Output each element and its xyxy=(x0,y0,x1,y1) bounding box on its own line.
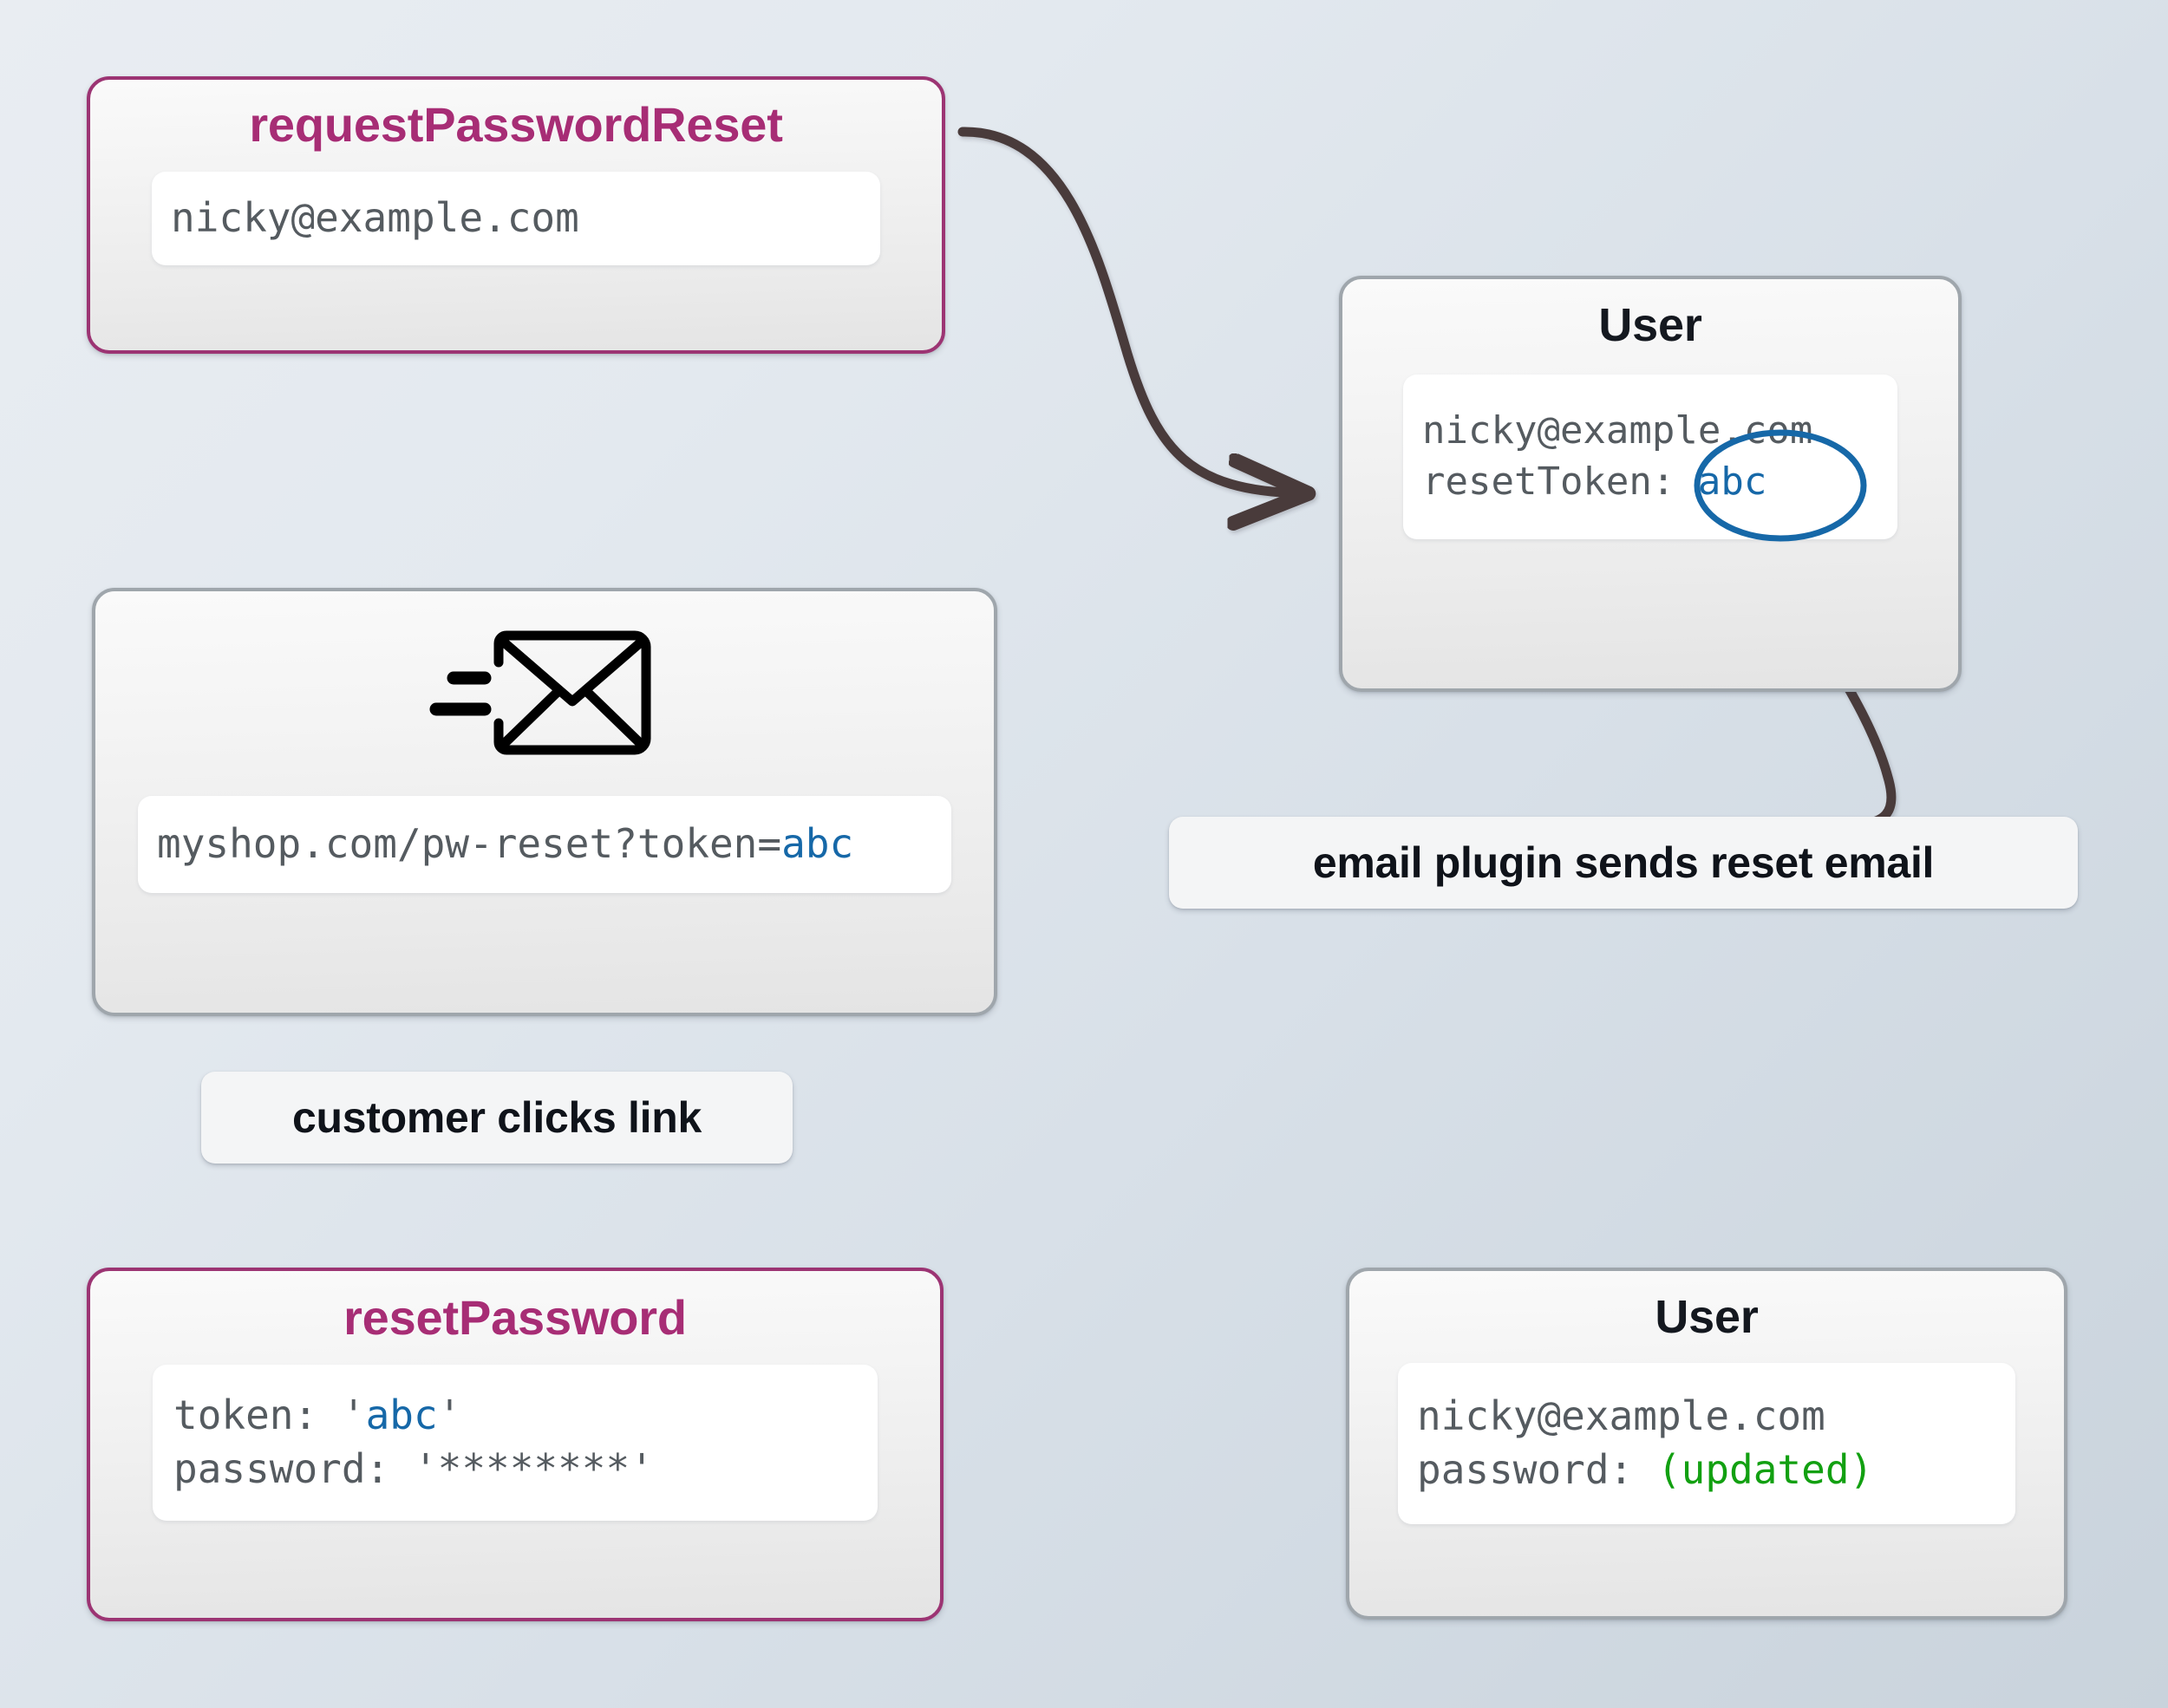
node-payload: nicky@example.com password: (updated) xyxy=(1398,1363,2015,1524)
node-user-token[interactable]: User nicky@example.com resetToken: abc xyxy=(1339,276,1962,692)
token-quote-close: ' xyxy=(437,1392,462,1439)
node-title: User xyxy=(1598,299,1702,351)
payload-line-reset-url: myshop.com/pw-reset?token=abc xyxy=(157,818,932,871)
edge-label-customer-clicks: customer clicks link xyxy=(201,1072,793,1164)
reset-token-value: abc xyxy=(1697,460,1767,504)
node-payload: myshop.com/pw-reset?token=abc xyxy=(138,796,951,893)
node-payload: token: 'abc' password: '********' xyxy=(153,1365,878,1521)
node-user-updated[interactable]: User nicky@example.com password: (update… xyxy=(1346,1268,2067,1620)
password-label: password: xyxy=(1417,1446,1657,1493)
payload-line-token: token: 'abc' xyxy=(173,1389,857,1443)
envelope-send-icon xyxy=(429,630,651,755)
node-reset-password[interactable]: resetPassword token: 'abc' password: '**… xyxy=(87,1268,944,1621)
node-email-message[interactable]: myshop.com/pw-reset?token=abc xyxy=(92,588,997,1016)
password-value: (updated) xyxy=(1656,1446,1874,1493)
reset-token-label: resetToken: xyxy=(1422,460,1698,504)
token-quote-open: ' xyxy=(341,1392,366,1439)
payload-line-password: password: (updated) xyxy=(1417,1444,1996,1497)
node-title: requestPasswordReset xyxy=(249,97,783,152)
payload-line-email: nicky@example.com xyxy=(1422,408,1813,453)
payload-line-reset-token: resetToken: abc xyxy=(1422,457,1878,508)
payload-line-email: nicky@example.com xyxy=(1417,1392,1825,1440)
token-value: abc xyxy=(365,1392,438,1439)
node-title: resetPassword xyxy=(343,1290,687,1345)
node-title: User xyxy=(1655,1291,1759,1343)
reset-url-label: myshop.com/pw-reset?token= xyxy=(157,820,782,868)
edge-label-email-plugin: email plugin sends reset email xyxy=(1169,817,2078,909)
token-label: token: xyxy=(173,1392,342,1439)
reset-url-token: abc xyxy=(781,820,854,868)
edge-request-to-user xyxy=(957,127,1301,493)
node-payload: nicky@example.com xyxy=(152,172,880,265)
payload-line-email: nicky@example.com xyxy=(171,194,579,242)
payload-line-password: password: '********' xyxy=(173,1445,654,1492)
node-request-password-reset[interactable]: requestPasswordReset nicky@example.com xyxy=(87,76,945,354)
node-payload: nicky@example.com resetToken: abc xyxy=(1403,375,1897,542)
